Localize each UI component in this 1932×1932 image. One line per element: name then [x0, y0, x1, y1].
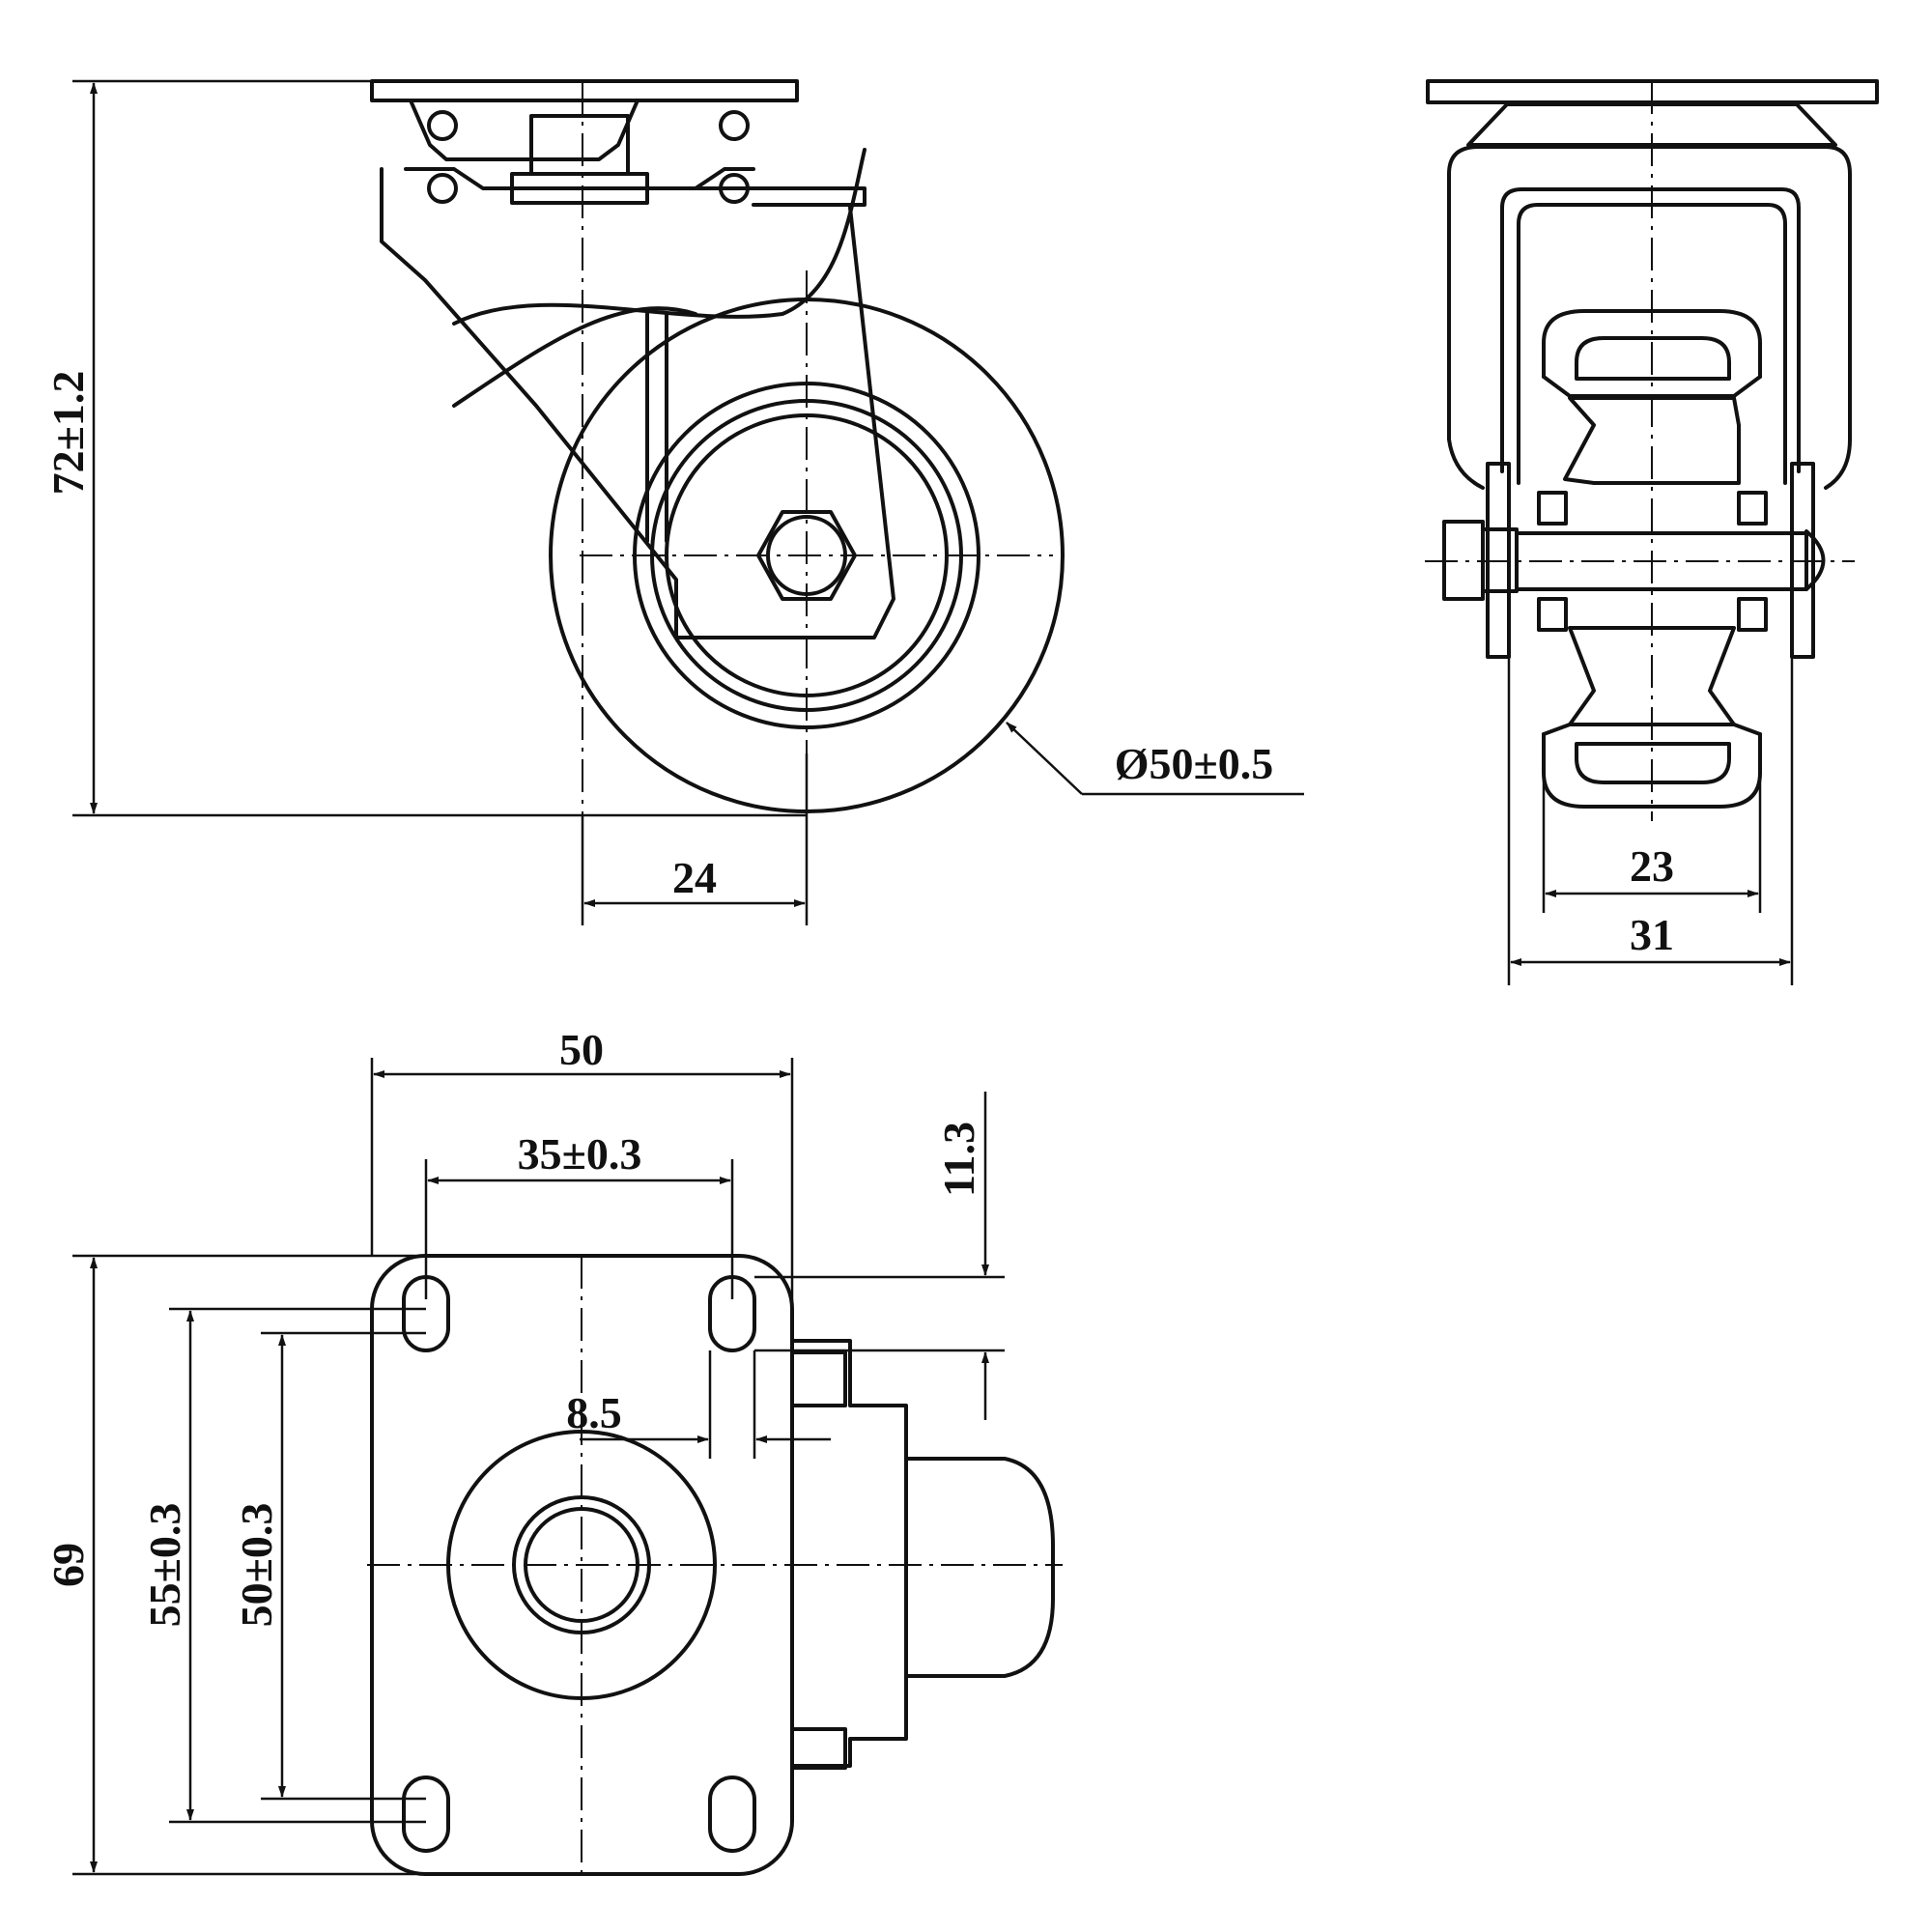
front-bearing: [1737, 597, 1768, 632]
front-fork-outer-left: [1447, 172, 1485, 490]
hole-y-inner-dim-text: 50±0.3: [232, 1503, 281, 1628]
offset-dim-text: 24: [672, 853, 717, 902]
wheel-width-dim-text: 23: [1630, 841, 1674, 891]
hole-y-outer-dim-text: 55±0.3: [140, 1503, 189, 1628]
slot-length-dim-text: 11.3: [934, 1122, 983, 1197]
slot-width-dim-text: 8.5: [566, 1388, 622, 1437]
side-fork-curve: [452, 148, 867, 326]
side-view: 72±1.2 Ø50±0.5 24: [43, 79, 1304, 925]
plate-length-dim-text: 69: [43, 1543, 93, 1587]
side-brake-pedal: [694, 186, 867, 207]
side-lower-race: [404, 167, 755, 190]
top-slot-hole: [402, 1776, 450, 1853]
plate-width-dim-text: 50: [559, 1025, 604, 1074]
side-bearing-housing: [409, 99, 639, 161]
front-fork-outer-right: [1447, 145, 1852, 490]
side-fork-body: [380, 167, 895, 639]
side-brake-arm: [452, 306, 697, 408]
front-bearing: [1537, 491, 1568, 526]
diameter-dim-text: Ø50±0.5: [1115, 739, 1274, 788]
front-tyre-top-hatch: [1575, 336, 1731, 381]
side-top-plate: [370, 79, 799, 102]
side-kingpin-block: [529, 114, 630, 176]
side-kingpin-base: [510, 172, 649, 205]
front-fork-inner2: [1517, 203, 1787, 485]
hole-x-dim-text: 35±0.3: [518, 1129, 642, 1179]
top-brake-nut: [790, 1350, 847, 1407]
top-view: 50 35±0.3 69 55±0.3 50±0.3 8.5 11.3: [43, 1025, 1063, 1876]
fork-width-dim-text: 31: [1630, 910, 1674, 959]
front-view: 23 31: [1425, 79, 1879, 985]
front-fork-inner: [1500, 187, 1801, 473]
top-brake-pedal: [904, 1457, 1055, 1678]
front-tyre-bottom-hatch: [1575, 742, 1731, 784]
diameter-leader: [1006, 722, 1083, 795]
side-bearing-ball: [719, 110, 750, 141]
top-slot-hole: [708, 1776, 756, 1853]
side-bearing-ball: [427, 110, 458, 141]
front-bearing: [1537, 597, 1568, 632]
height-dim-text: 72±1.2: [43, 371, 93, 496]
top-brake-nut: [790, 1727, 847, 1770]
front-tyre-bottom: [1542, 732, 1762, 809]
front-bearing: [1737, 491, 1768, 526]
front-axle-head: [1804, 529, 1826, 591]
front-hub-top: [1563, 396, 1741, 485]
side-bearing-ball: [427, 173, 458, 204]
